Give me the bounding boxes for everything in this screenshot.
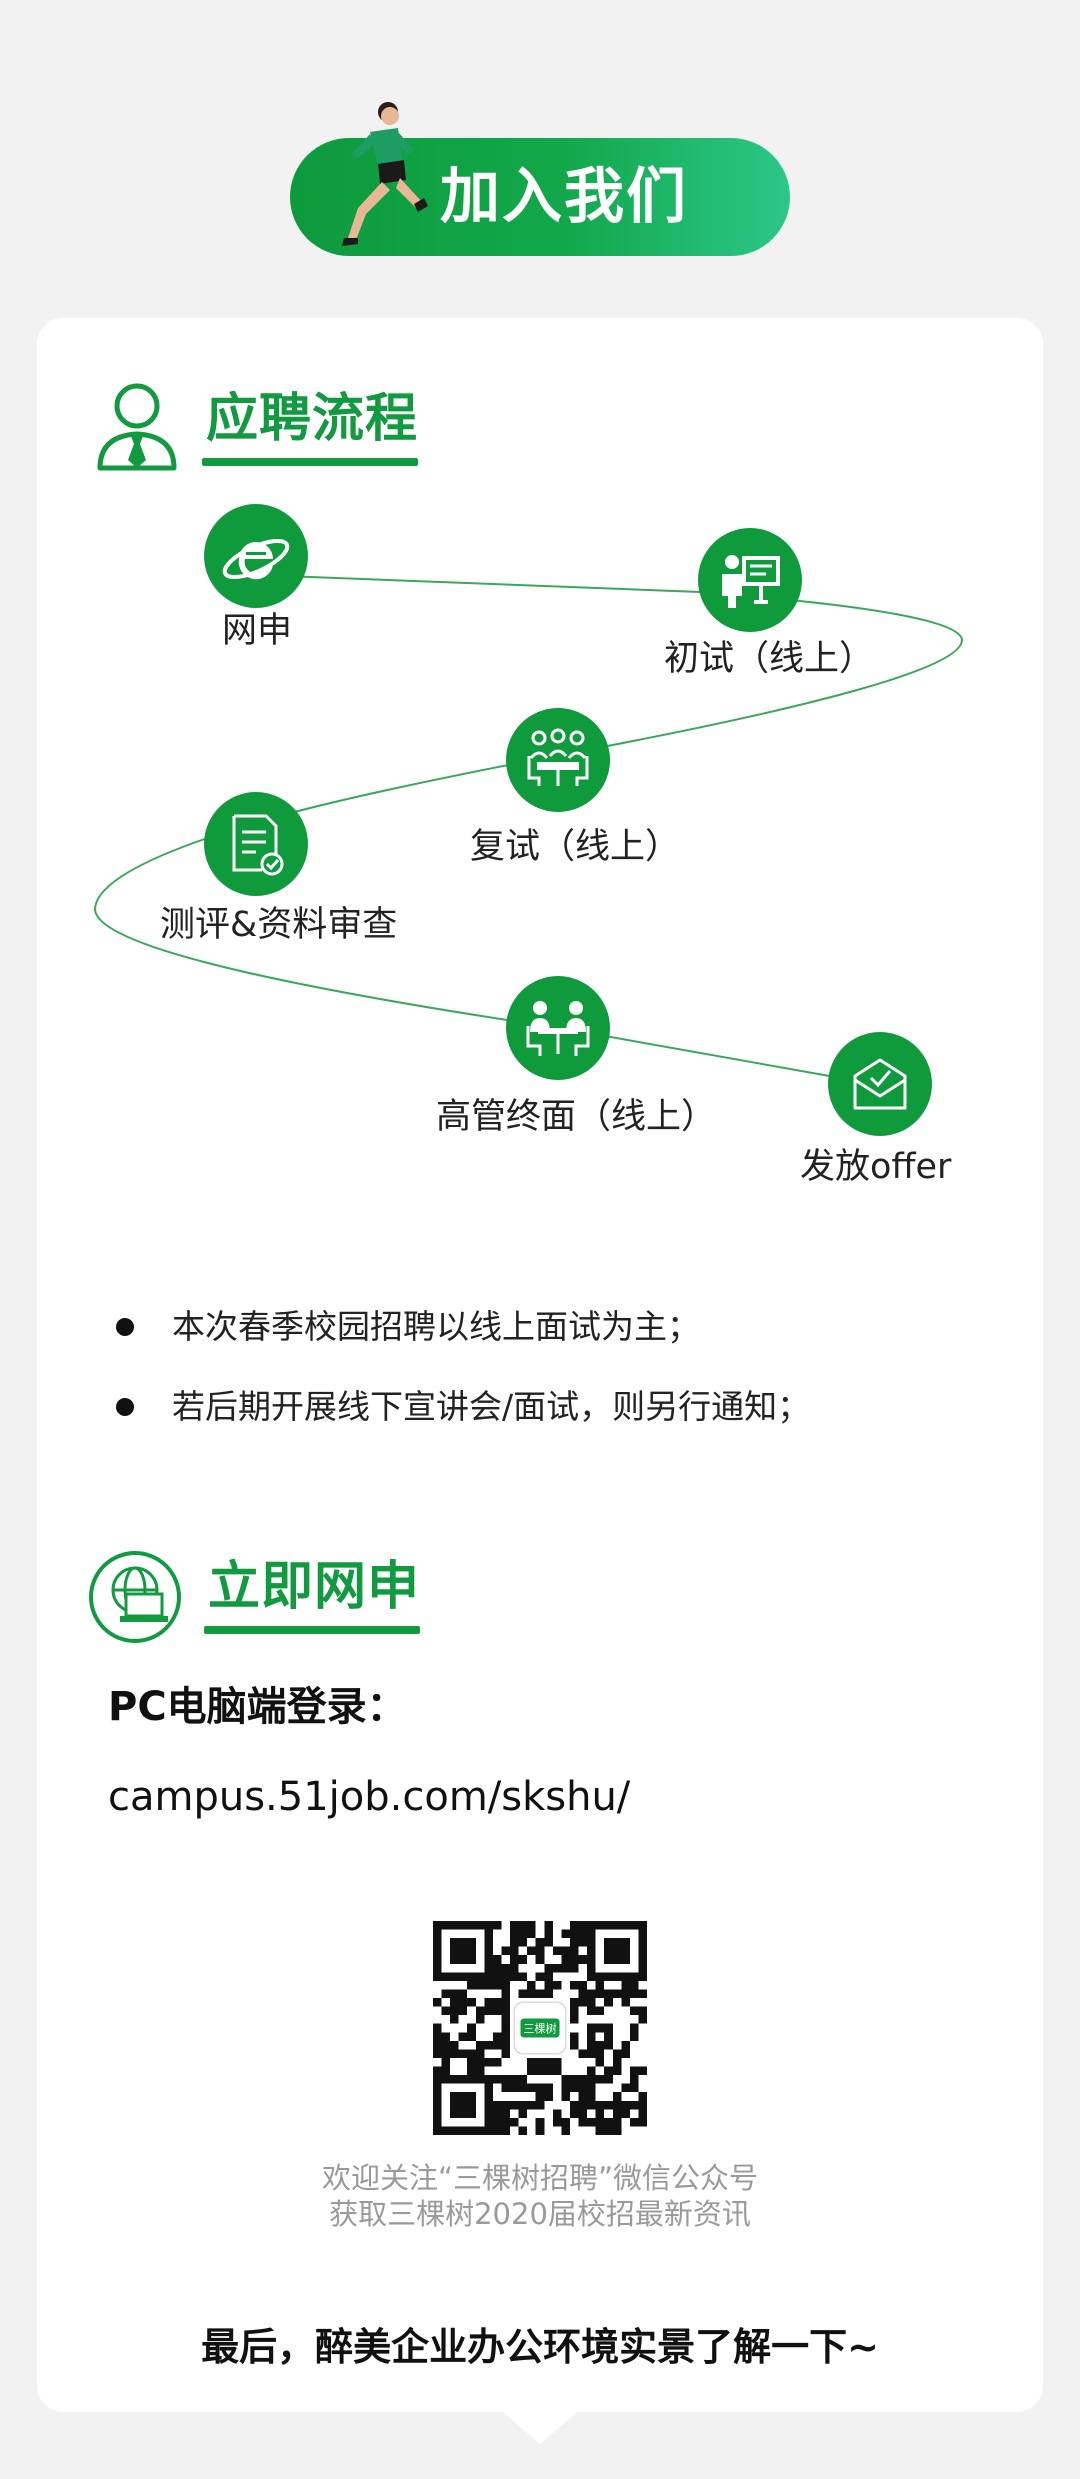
meeting-icon	[527, 728, 589, 786]
step-icon-online-apply	[204, 504, 308, 608]
ie-browser-icon	[222, 538, 290, 580]
bullet	[116, 1398, 134, 1416]
step-label: 发放offer	[800, 1147, 952, 1187]
document-check-icon	[232, 814, 284, 876]
section-title-apply: 立即网申	[208, 1557, 421, 1617]
step-label: 网申	[222, 611, 293, 651]
step-icon-final-interview	[506, 976, 610, 1080]
section-underline	[202, 458, 418, 466]
step-icon-assessment	[204, 792, 308, 896]
step-label: 初试（线上）	[664, 639, 875, 679]
apply-url-link[interactable]: campus.51job.com/skshu/	[108, 1774, 631, 1820]
step-label: 测评&资料审查	[160, 905, 398, 945]
section-title-process: 应聘流程	[206, 389, 419, 449]
brand-logo-badge	[520, 2018, 560, 2038]
step-icon-second-interview	[506, 708, 610, 812]
step-label: 复试（线上）	[470, 827, 681, 867]
note-item: 本次春季校园招聘以线上面试为主；	[172, 1307, 700, 1346]
interview-icon	[526, 1001, 590, 1056]
bullet	[116, 1318, 134, 1336]
qr-code: 三棵树	[433, 1921, 647, 2135]
globe-laptop-icon	[89, 1551, 181, 1643]
person-icon	[97, 383, 177, 471]
runner-illustration	[342, 102, 428, 246]
step-icon-offer	[828, 1032, 932, 1136]
presentation-icon	[722, 555, 780, 608]
note-item: 若后期开展线下宣讲会/面试，则另行通知；	[172, 1387, 811, 1426]
step-icon-first-interview	[698, 528, 802, 632]
header-title: 加入我们	[440, 162, 688, 232]
pc-login-label: PC电脑端登录：	[108, 1684, 407, 1730]
closing-text: 最后，醉美企业办公环境实景了解一下~	[201, 2325, 879, 2369]
card-pointer	[500, 2410, 580, 2444]
step-label: 高管终面（线上）	[436, 1097, 717, 1137]
section-underline	[204, 1626, 420, 1634]
mail-check-icon	[853, 1058, 907, 1110]
qr-caption-line2: 获取三棵树2020届校招最新资讯	[329, 2197, 751, 2231]
brand-logo-text: 三棵树	[523, 2022, 556, 2036]
qr-caption-line1: 欢迎关注“三棵树招聘”微信公众号	[321, 2161, 759, 2195]
